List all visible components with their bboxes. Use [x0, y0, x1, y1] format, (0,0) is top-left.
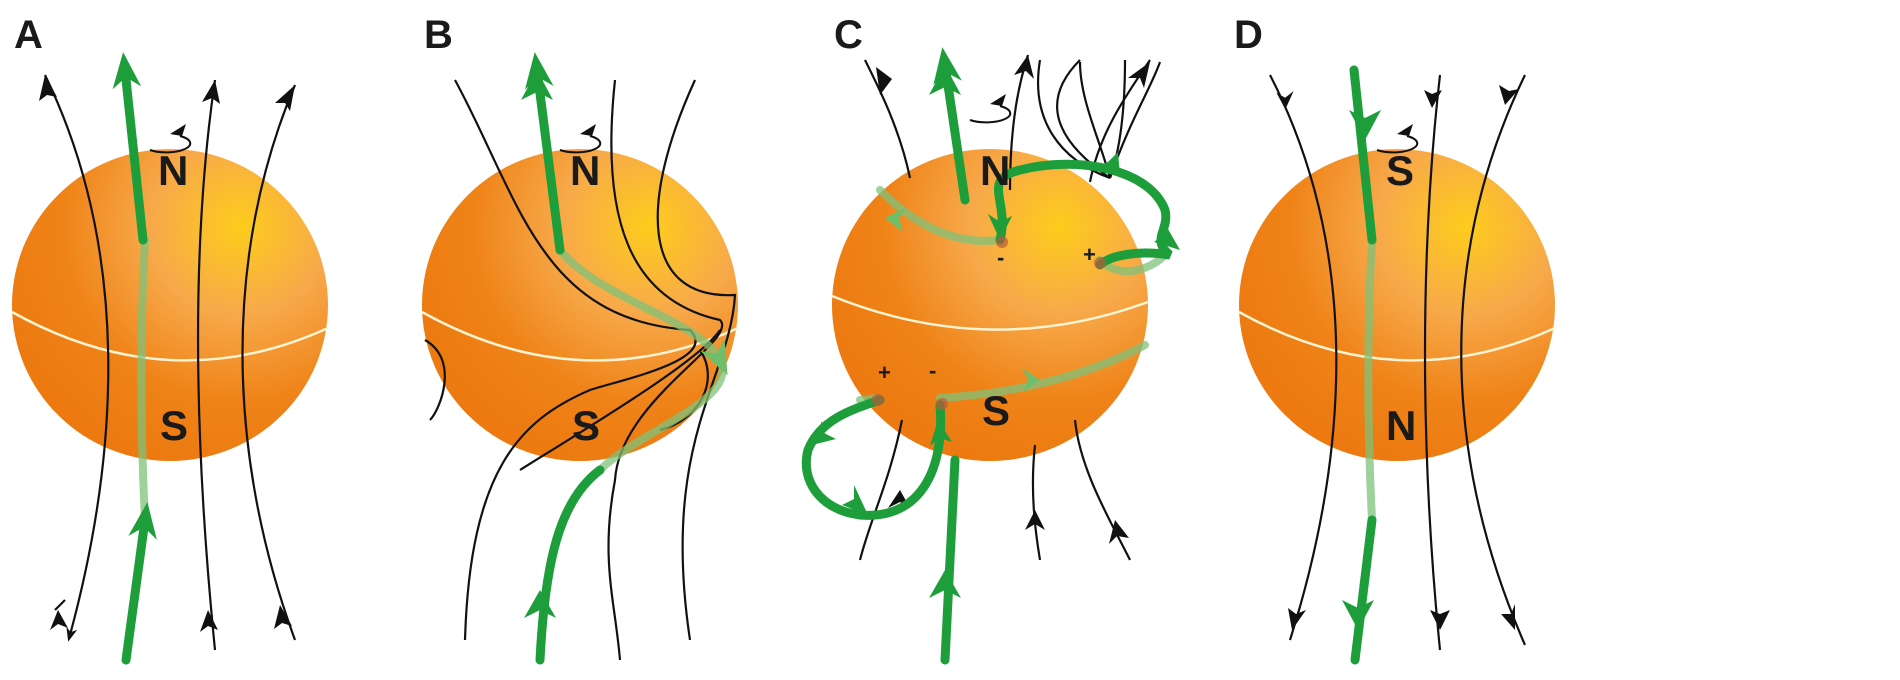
rotation-arrow-icon [559, 135, 602, 154]
emerging-loop [994, 159, 1173, 270]
panel-label: D [1234, 13, 1263, 57]
panel-label: A [14, 13, 43, 57]
field-line [1423, 74, 1442, 651]
dipole-line-hidden [1364, 236, 1376, 524]
dipole-line-south [535, 465, 605, 665]
field-line [607, 79, 724, 661]
panel-label: C [834, 13, 863, 57]
panel-a: A N S [11, 13, 329, 665]
equator-line [831, 294, 1149, 331]
dipole-line-hidden [556, 246, 728, 474]
field-line [1460, 74, 1527, 646]
dipole-line-north [524, 52, 565, 255]
rotation-arrow-icon [1376, 135, 1419, 154]
field-line [196, 79, 217, 651]
panel-label: B [424, 13, 453, 57]
rotation-arrow-icon [149, 135, 192, 154]
field-line [1269, 74, 1338, 641]
pole-label-bottom: S [982, 387, 1010, 434]
field-line [241, 84, 297, 641]
pole-label-top: N [158, 147, 188, 194]
polarity-sign: - [997, 245, 1004, 270]
field-line [1031, 444, 1042, 561]
pole-label-top: N [980, 147, 1010, 194]
pole-label-bottom: S [160, 402, 188, 449]
rotation-arrow-icon [969, 105, 1012, 124]
panel-c: C [801, 13, 1180, 665]
dipole-line-hidden [876, 186, 1004, 245]
panel-d: D S N [1234, 13, 1556, 665]
pole-label-top: N [570, 147, 600, 194]
sun-sphere [832, 149, 1148, 461]
equator-line [1238, 310, 1556, 362]
field-line [656, 79, 737, 641]
field-line [1073, 419, 1131, 561]
field-line [454, 79, 697, 641]
pole-label-bottom: S [572, 402, 600, 449]
polarity-sign: + [1083, 242, 1096, 267]
field-line [864, 59, 912, 179]
dipole-line-south [121, 502, 157, 665]
polarity-sign: - [929, 358, 936, 383]
dipole-line-north [1349, 65, 1377, 245]
field-line [858, 419, 904, 561]
dipole-line-south [940, 455, 960, 665]
field-line [44, 74, 110, 642]
dipole-line-hidden [936, 341, 1149, 402]
emerging-loop [801, 395, 946, 520]
equator-line [421, 310, 739, 362]
equator-line [11, 310, 329, 362]
dipole-line-south [1350, 515, 1377, 665]
dipole-line-hidden [137, 236, 149, 524]
polarity-sign: + [878, 360, 891, 385]
pole-label-top: S [1386, 147, 1414, 194]
pole-label-bottom: N [1386, 402, 1416, 449]
dipole-line-north [112, 52, 148, 245]
panel-b: B N S [421, 13, 739, 665]
sun-sphere [1239, 149, 1555, 461]
sun-sphere [12, 149, 328, 461]
